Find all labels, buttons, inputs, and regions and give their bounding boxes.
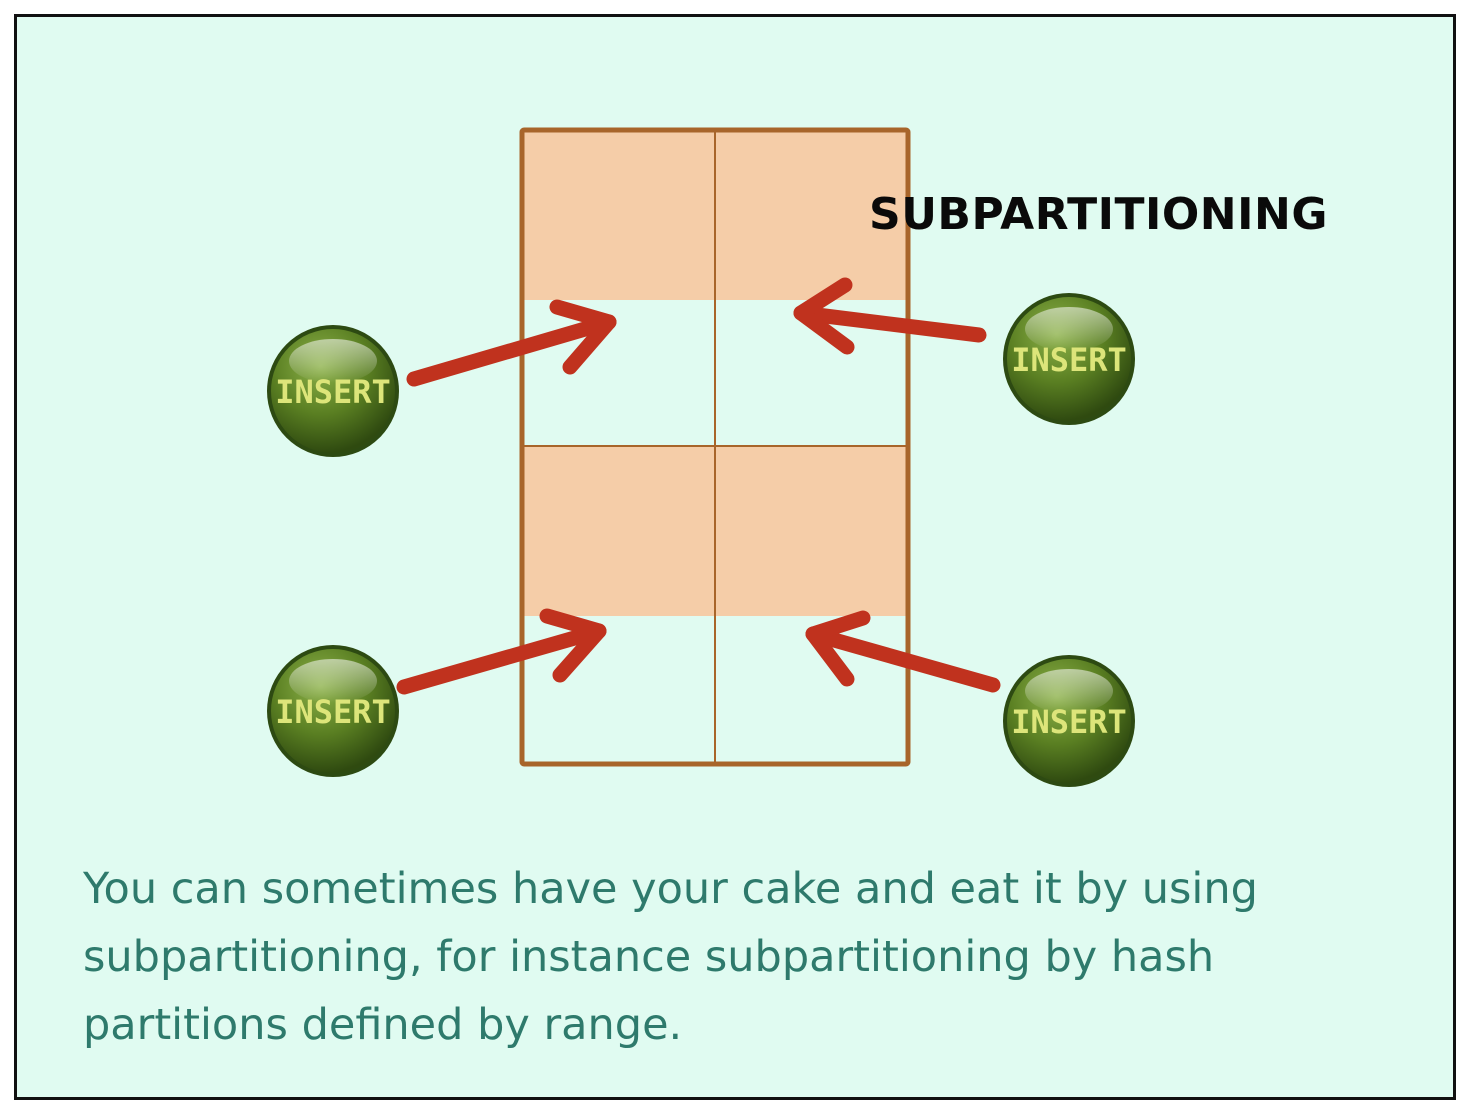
insert-button-label: INSERT [1011, 703, 1127, 741]
insert-button-icon[interactable]: INSERT [1003, 293, 1135, 425]
slide-caption: You can sometimes have your cake and eat… [83, 855, 1413, 1059]
arrow-icon [805, 610, 1001, 693]
arrow-icon [396, 608, 607, 695]
caption-line: You can sometimes have your cake and eat… [83, 864, 1258, 914]
insert-button-label: INSERT [275, 693, 391, 731]
insert-button-label: INSERT [1011, 341, 1127, 379]
partition-table [519, 127, 911, 767]
insert-button-icon[interactable]: INSERT [267, 325, 399, 457]
slide-title: SUBPARTITIONING [869, 189, 1328, 240]
arrow-icon [793, 277, 987, 355]
insert-button-label: INSERT [275, 373, 391, 411]
partition-diagram: INSERT INSERT INSERT INSERT [267, 127, 1135, 787]
partition-cell-top-right-filled [715, 130, 908, 300]
slide: INSERT INSERT INSERT INSERT SUBPARTITION… [14, 14, 1456, 1100]
partition-cell-bottom-right-filled [715, 446, 908, 616]
caption-line: partitions defined by range. [83, 1000, 683, 1050]
arrow-icon [406, 299, 617, 387]
insert-button-icon[interactable]: INSERT [1003, 655, 1135, 787]
partition-table-border [519, 127, 911, 767]
caption-line: subpartitioning, for instance subpartiti… [83, 932, 1215, 982]
partition-cell-bottom-left-filled [522, 446, 715, 616]
partition-cell-top-left-filled [522, 130, 715, 300]
insert-button-icon[interactable]: INSERT [267, 645, 399, 777]
